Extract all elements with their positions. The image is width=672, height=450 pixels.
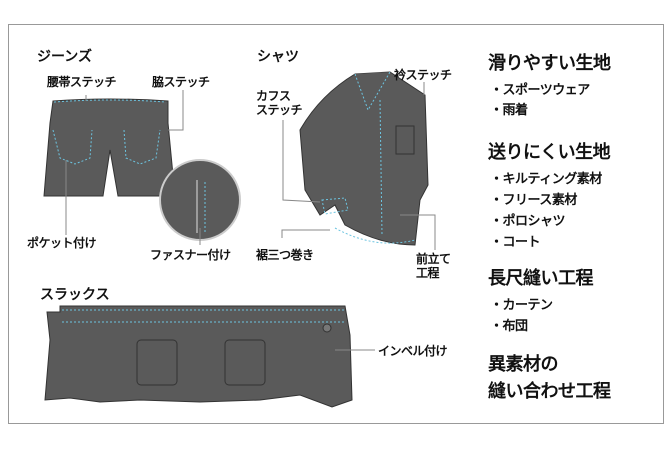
- label-cuff-stitch-1: カフス: [256, 89, 291, 103]
- section-title-slacks: スラックス: [40, 287, 110, 303]
- list-item: ・フリース素材: [490, 193, 577, 208]
- leader-lines: [65, 82, 436, 351]
- heading-long-seam-process: 長尺縫い工程: [488, 268, 594, 289]
- label-side-stitch: 脇ステッチ: [152, 75, 210, 89]
- label-zipper-attach: ファスナー付け: [150, 248, 231, 262]
- list-item: ・布団: [490, 319, 528, 334]
- list-item: ・雨着: [490, 103, 528, 118]
- list-item: ・カーテン: [490, 298, 553, 313]
- label-pocket-attach: ポケット付け: [27, 236, 97, 250]
- section-title-shirt: シャツ: [257, 49, 299, 65]
- list-item: ・ポロシャツ: [490, 214, 566, 229]
- diagram-frame: [8, 24, 664, 424]
- heading-slippery-fabric: 滑りやすい生地: [488, 53, 611, 74]
- label-belt-loop-attach: インベル付け: [378, 344, 448, 358]
- list-item: ・キルティング素材: [490, 172, 602, 187]
- section-title-jeans: ジーンズ: [37, 49, 93, 65]
- label-placket-1: 前立て: [416, 252, 451, 266]
- jeans-illustration: [43, 98, 241, 241]
- label-cuff-stitch-2: ステッチ: [256, 103, 303, 117]
- heading-mixed-material-2: 縫い合わせ工程: [488, 381, 611, 402]
- slacks-illustration: [44, 305, 353, 408]
- label-placket-2: 工程: [416, 266, 440, 280]
- heading-hard-to-feed-fabric: 送りにくい生地: [488, 142, 611, 163]
- list-item: ・コート: [490, 235, 541, 250]
- label-hem-triple-fold: 裾三つ巻き: [256, 248, 314, 262]
- shirt-illustration: [299, 71, 429, 246]
- heading-mixed-material-1: 異素材の: [488, 354, 559, 375]
- list-item: ・スポーツウェア: [490, 83, 590, 98]
- label-collar-stitch: 衿ステッチ: [394, 68, 452, 82]
- label-waistband-stitch: 腰帯ステッチ: [47, 75, 117, 89]
